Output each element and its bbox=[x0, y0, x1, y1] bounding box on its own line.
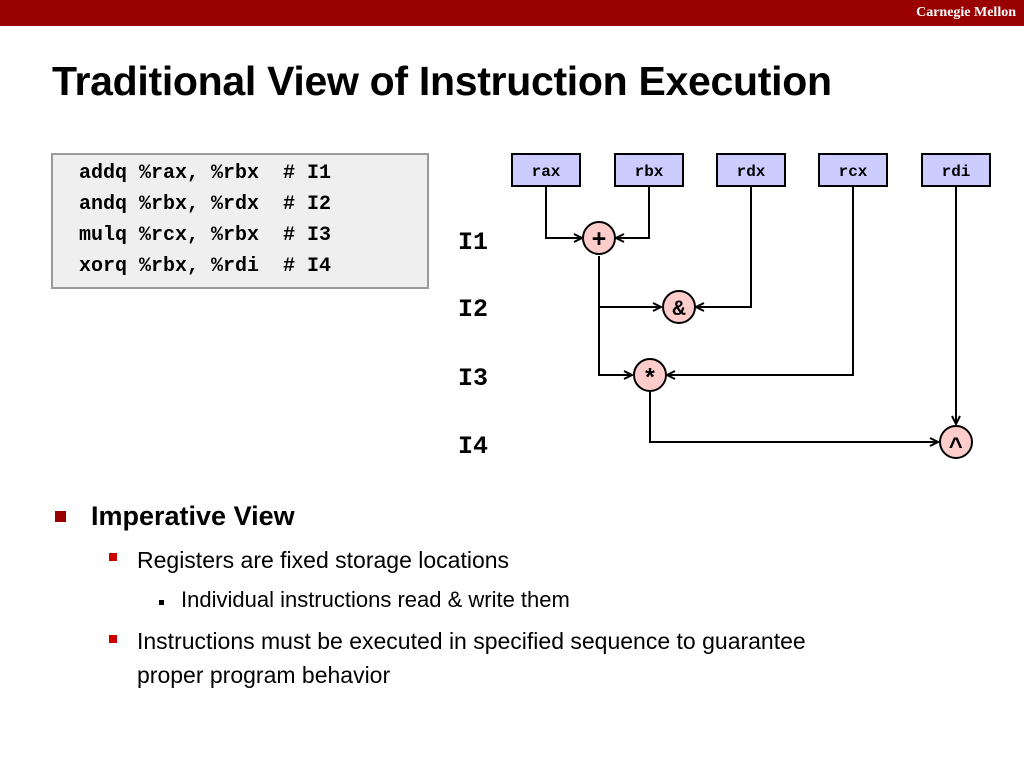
instruction-label-i2: I2 bbox=[458, 295, 488, 324]
code-line-2: andq %rbx, %rdx # I2 bbox=[79, 193, 332, 216]
code-box: addq %rax, %rbx # I1 andq %rbx, %rdx # I… bbox=[51, 153, 429, 289]
bullet-registers-fixed: Registers are fixed storage locations bbox=[137, 547, 510, 573]
operation-xor: ^ bbox=[939, 425, 973, 462]
register-rdi-label: rdi bbox=[942, 163, 971, 181]
register-rbx-label: rbx bbox=[635, 163, 664, 181]
operation-and: & bbox=[662, 290, 696, 324]
code-line-1: addq %rax, %rbx # I1 bbox=[79, 162, 332, 185]
slide-title: Traditional View of Instruction Executio… bbox=[52, 58, 832, 104]
code-line-4: xorq %rbx, %rdi # I4 bbox=[79, 255, 332, 278]
register-rbx: rbx bbox=[614, 153, 684, 187]
bullet-read-write: Individual instructions read & write the… bbox=[181, 587, 570, 612]
bullet-marker-l2a bbox=[109, 553, 117, 561]
operation-add: + bbox=[582, 221, 616, 255]
arrow-rax-to-add bbox=[545, 186, 582, 238]
brand-name: Carnegie Mellon bbox=[916, 5, 1016, 20]
bullet-sequence-line-2: proper program behavior bbox=[137, 662, 391, 688]
arrow-rdx-to-and bbox=[696, 186, 752, 307]
register-rcx: rcx bbox=[818, 153, 888, 187]
header-bar: Carnegie Mellon bbox=[0, 0, 1024, 26]
bullet-marker-l3 bbox=[159, 600, 164, 605]
bullet-imperative-view: Imperative View bbox=[91, 501, 295, 531]
operation-mul: * bbox=[633, 358, 667, 394]
arrow-rbx-to-add bbox=[616, 186, 650, 238]
instruction-label-i1: I1 bbox=[458, 228, 488, 257]
bullet-sequence-line-1: Instructions must be executed in specifi… bbox=[137, 628, 806, 654]
register-rdi: rdi bbox=[921, 153, 991, 187]
arrow-mul-to-xor bbox=[649, 392, 938, 442]
register-rax-label: rax bbox=[532, 163, 561, 181]
operation-add-label: + bbox=[591, 226, 606, 255]
operation-xor-label: ^ bbox=[949, 435, 963, 462]
bullet-marker-l1 bbox=[55, 511, 66, 522]
register-rcx-label: rcx bbox=[839, 163, 868, 181]
operation-and-label: & bbox=[672, 297, 686, 322]
bullet-marker-l2b bbox=[109, 635, 117, 643]
register-rdx-label: rdx bbox=[737, 163, 766, 181]
register-rax: rax bbox=[511, 153, 581, 187]
register-rdx: rdx bbox=[716, 153, 786, 187]
arrow-rcx-to-mul bbox=[667, 186, 854, 375]
instruction-label-i4: I4 bbox=[458, 432, 488, 461]
arrow-add-to-and bbox=[598, 256, 661, 307]
code-line-3: mulq %rcx, %rbx # I3 bbox=[79, 224, 332, 247]
arrow-add-to-mul bbox=[598, 307, 632, 375]
instruction-label-i3: I3 bbox=[458, 364, 488, 393]
operation-mul-label: * bbox=[642, 365, 657, 394]
